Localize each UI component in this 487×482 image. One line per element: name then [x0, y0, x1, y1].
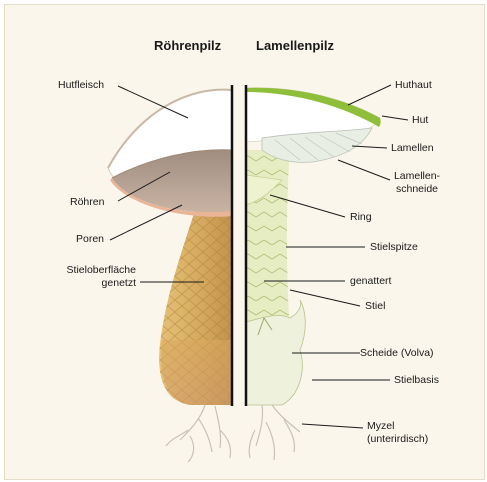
label-hutfleisch: Hutfleisch — [58, 79, 104, 92]
label-lamellenschneide-line1: Lamellen- — [386, 170, 448, 183]
label-myzel: Myzel (unterirdisch) — [367, 420, 428, 446]
label-lamellen: Lamellen — [391, 142, 434, 155]
mycelium-right — [249, 405, 300, 460]
label-huthaut: Huthaut — [395, 79, 432, 92]
amanita-half — [246, 88, 381, 460]
label-stieloberflaeche: Stieloberfläche genetzt — [44, 264, 136, 290]
mycelium-left — [166, 405, 231, 462]
label-stielbasis: Stielbasis — [394, 374, 439, 387]
label-myzel-line2: (unterirdisch) — [367, 433, 428, 446]
label-ring: Ring — [350, 211, 372, 224]
label-stieloberflaeche-line1: Stieloberfläche — [44, 264, 136, 277]
label-lamellenschneide-line2: schneide — [386, 183, 448, 196]
label-roehren: Röhren — [70, 196, 104, 209]
label-stiel: Stiel — [365, 300, 385, 313]
label-hut: Hut — [412, 114, 428, 127]
label-scheide: Scheide (Volva) — [360, 347, 434, 360]
heading-roehrenpilz: Röhrenpilz — [154, 38, 221, 53]
label-stieloberflaeche-line2: genetzt — [44, 277, 136, 290]
heading-lamellenpilz: Lamellenpilz — [256, 38, 334, 53]
label-myzel-line1: Myzel — [367, 420, 428, 433]
label-stielspitze: Stielspitze — [370, 241, 418, 254]
label-lamellenschneide: Lamellen- schneide — [386, 170, 448, 196]
label-poren: Poren — [76, 233, 104, 246]
label-genattert: genattert — [350, 275, 391, 288]
